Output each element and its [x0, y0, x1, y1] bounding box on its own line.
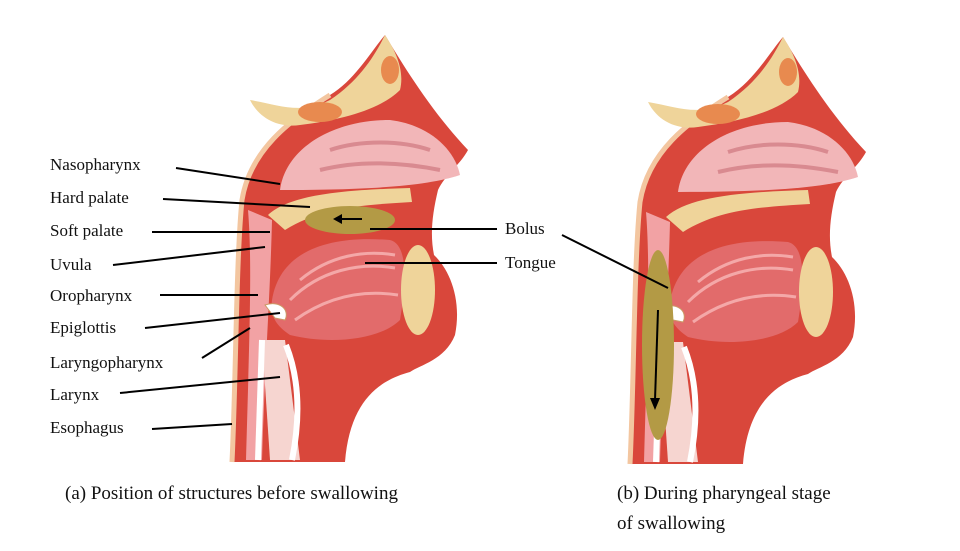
label-epiglottis: Epiglottis [50, 318, 116, 337]
label-soft-palate: Soft palate [50, 221, 123, 240]
head-diagram-before-swallowing [232, 35, 468, 462]
label-bolus: Bolus [505, 219, 545, 238]
label-tongue: Tongue [505, 253, 556, 272]
label-laryngopharynx: Laryngopharynx [50, 353, 164, 372]
caption-b-line2: of swallowing [617, 513, 726, 534]
label-hard-palate: Hard palate [50, 188, 129, 207]
caption-a: (a) Position of structures before swallo… [65, 483, 398, 504]
arrow-down-icon [650, 398, 660, 410]
arrow-left-icon [333, 214, 342, 224]
label-uvula: Uvula [50, 255, 92, 274]
leader-lines [112, 167, 669, 430]
label-nasopharynx: Nasopharynx [50, 155, 141, 174]
bolus-in-pharynx [642, 250, 674, 440]
head-diagram-pharyngeal-stage [630, 37, 866, 464]
label-larynx: Larynx [50, 385, 100, 404]
label-esophagus: Esophagus [50, 418, 124, 437]
caption-b-line1: (b) During pharyngeal stage [617, 483, 831, 504]
label-oropharynx: Oropharynx [50, 286, 133, 305]
